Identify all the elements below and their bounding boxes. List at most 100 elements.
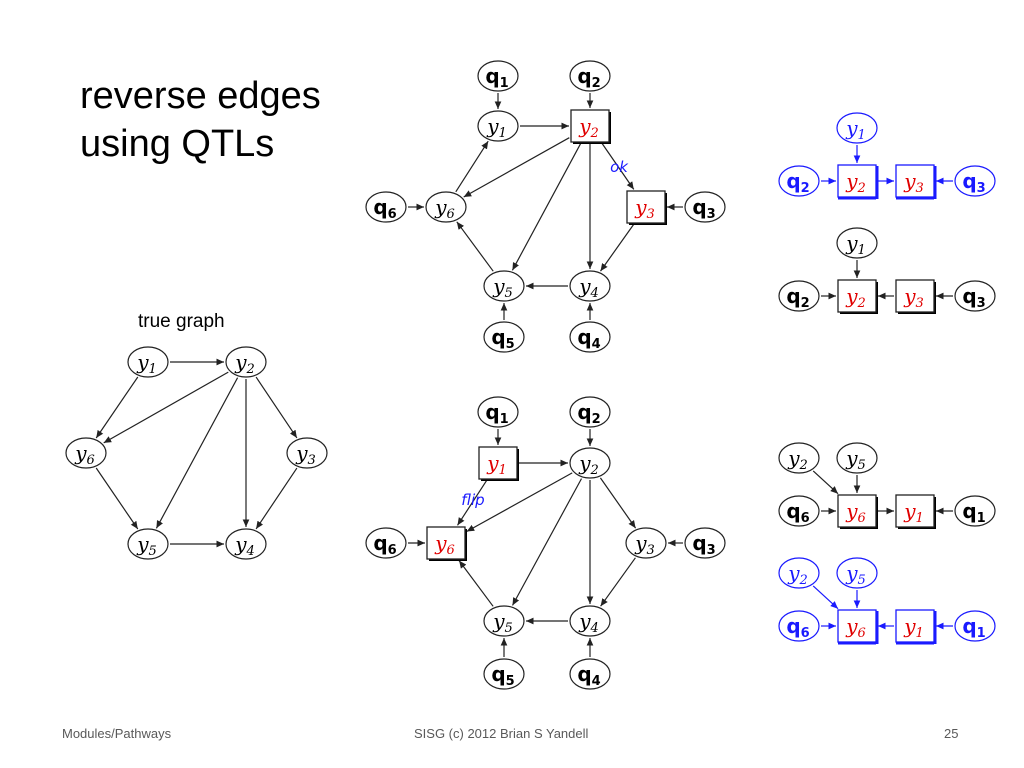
right4-node-q1: q1	[954, 610, 996, 642]
bottom-node-q4: q4	[569, 658, 611, 690]
right3-node-q1: q1	[954, 495, 996, 527]
top-node-y6: y6	[425, 191, 467, 223]
right2-node-q3: q3	[954, 280, 996, 312]
top-node-y4: y4	[569, 270, 611, 302]
right4-node-y1: y1	[895, 609, 937, 645]
svg-text:y1: y1	[486, 451, 507, 478]
svg-text:y3: y3	[295, 441, 316, 468]
svg-text:y6: y6	[845, 614, 866, 641]
bottom-edge-y5-y6	[458, 560, 494, 607]
svg-text:q1: q1	[485, 400, 508, 427]
svg-text:q2: q2	[577, 64, 600, 91]
svg-text:y4: y4	[578, 274, 599, 301]
svg-text:y5: y5	[845, 446, 866, 473]
svg-text:q3: q3	[962, 169, 985, 196]
svg-text:y2: y2	[845, 284, 866, 311]
footer-page-number: 25	[944, 726, 959, 741]
bottom-node-q3: q3	[684, 527, 726, 559]
right1-node-q2: q2	[778, 165, 820, 197]
svg-text:q3: q3	[962, 284, 985, 311]
svg-text:q6: q6	[373, 195, 396, 222]
svg-text:y2: y2	[787, 561, 808, 588]
bottom-edge-y1-y6	[456, 480, 488, 526]
svg-text:q4: q4	[577, 662, 600, 689]
bottom-node-y3: y3	[625, 527, 667, 559]
top-node-y1: y1	[477, 110, 519, 142]
top-edge-y2-y3	[601, 143, 635, 190]
title-line-2: using QTLs	[80, 123, 275, 165]
top-edge-y2-y6	[463, 137, 570, 198]
svg-text:q5: q5	[491, 325, 514, 352]
bottom-node-q1: q1	[477, 396, 519, 428]
right1-node-y2: y2	[837, 164, 879, 200]
svg-text:y5: y5	[136, 532, 157, 559]
top-edge-y5-y6	[456, 221, 494, 272]
bottom-node-y6: y6	[426, 526, 467, 561]
svg-text:q3: q3	[692, 195, 715, 222]
true-node-y1: y1	[127, 346, 169, 378]
right4-node-q6: q6	[778, 610, 820, 642]
right3-node-y1: y1	[895, 494, 936, 529]
bottom-node-q2: q2	[569, 396, 611, 428]
top-node-q5: q5	[483, 321, 525, 353]
title-line-1: reverse edges	[80, 75, 321, 117]
true-node-y2: y2	[225, 346, 267, 378]
svg-text:y3: y3	[903, 284, 924, 311]
svg-text:y2: y2	[578, 114, 599, 141]
top-node-q2: q2	[569, 60, 611, 92]
svg-text:y1: y1	[903, 614, 924, 641]
true-edge-y1-y6	[95, 376, 139, 439]
right4-edge-y2-y6	[812, 585, 839, 610]
bottom-edge-y3-y4	[600, 557, 636, 607]
top-node-q4: q4	[569, 321, 611, 353]
svg-text:q1: q1	[962, 499, 985, 526]
true-node-y5: y5	[127, 528, 169, 560]
true-node-y3: y3	[286, 437, 328, 469]
svg-text:y3: y3	[903, 169, 924, 196]
svg-text:q6: q6	[373, 531, 396, 558]
svg-text:q4: q4	[577, 325, 600, 352]
right1-node-y3: y3	[895, 164, 937, 200]
bottom-edge-y2-y5	[511, 478, 583, 606]
right2-node-y1: y1	[836, 227, 878, 259]
svg-text:y6: y6	[434, 195, 455, 222]
svg-text:q6: q6	[786, 614, 809, 641]
bottom-node-y2: y2	[569, 447, 611, 479]
bottom-node-y5: y5	[483, 605, 525, 637]
svg-text:y4: y4	[234, 532, 255, 559]
right3-node-y6: y6	[837, 494, 878, 529]
true-edge-y2-y6	[103, 371, 229, 444]
true-node-y4: y4	[225, 528, 267, 560]
svg-text:y6: y6	[434, 531, 455, 558]
svg-text:y1: y1	[845, 231, 866, 258]
top-edge-label-ok: ok	[610, 158, 629, 176]
bottom-node-q5: q5	[483, 658, 525, 690]
true-edge-y2-y3	[255, 376, 298, 439]
bottom-node-y1: y1	[478, 446, 519, 481]
bottom-node-y4: y4	[569, 605, 611, 637]
right2-node-y2: y2	[837, 279, 878, 314]
top-edge-y6-y1	[455, 140, 489, 193]
top-edge-y2-y5	[511, 143, 582, 271]
svg-text:y1: y1	[903, 499, 924, 526]
bottom-edge-y2-y6	[466, 472, 573, 533]
right3-node-y5: y5	[836, 442, 878, 474]
right2-node-y3: y3	[895, 279, 936, 314]
right3-edge-y2-y6	[812, 470, 839, 495]
right4-node-y2: y2	[778, 557, 820, 589]
bottom-edge-y2-y3	[599, 477, 637, 529]
svg-text:y6: y6	[74, 441, 95, 468]
footer-left: Modules/Pathways	[62, 726, 172, 741]
right4-node-y6: y6	[837, 609, 879, 645]
right2-node-q2: q2	[778, 280, 820, 312]
true-edge-y2-y5	[155, 377, 239, 529]
slide-title: reverse edges using QTLs	[80, 72, 321, 168]
right3-node-y2: y2	[778, 442, 820, 474]
top-node-y5: y5	[483, 270, 525, 302]
svg-text:y2: y2	[578, 451, 599, 478]
svg-text:y6: y6	[845, 499, 866, 526]
top-node-q3: q3	[684, 191, 726, 223]
svg-text:y2: y2	[234, 350, 255, 377]
right3-node-q6: q6	[778, 495, 820, 527]
